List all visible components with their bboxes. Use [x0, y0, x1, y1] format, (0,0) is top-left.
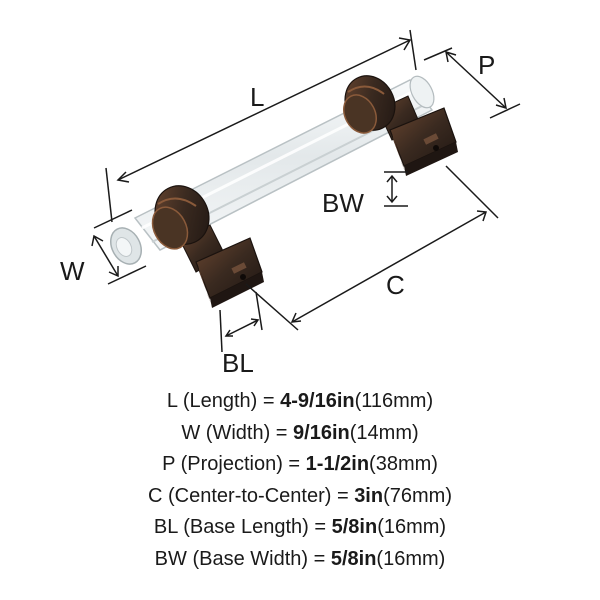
- spec-base-length: BL (Base Length) = 5/8in(16mm): [0, 512, 600, 544]
- spec-metric: (116mm): [354, 390, 434, 412]
- spec-key: C: [148, 484, 163, 507]
- spec-center-to-center: C (Center-to-Center) = 3in(76mm): [0, 481, 600, 513]
- spec-metric: (16mm): [376, 547, 446, 570]
- right-post: [343, 75, 458, 176]
- label-c: C: [386, 270, 405, 300]
- spec-length: L (Length) = 4-9/16in(116mm): [0, 386, 600, 418]
- spec-desc: (Base Width) =: [192, 547, 331, 570]
- label-w: W: [60, 256, 85, 286]
- spec-desc: (Base Length) =: [183, 516, 332, 538]
- spec-key: BL: [153, 516, 178, 538]
- spec-desc: (Center-to-Center) =: [168, 484, 355, 507]
- spec-metric: (14mm): [349, 421, 419, 444]
- spec-desc: (Length) =: [182, 390, 281, 412]
- label-bl: BL: [222, 348, 254, 378]
- spec-value: 5/8in: [330, 547, 377, 570]
- spec-metric: (38mm): [369, 453, 438, 475]
- spec-base-width: BW (Base Width) = 5/8in(16mm): [0, 544, 600, 576]
- spec-desc: (Width) =: [205, 421, 294, 444]
- spec-desc: (Projection) =: [180, 453, 306, 475]
- dimension-lines: [91, 29, 521, 353]
- spec-width: W (Width) = 9/16in(14mm): [0, 418, 600, 450]
- spec-value: 3in: [354, 484, 384, 507]
- label-bw: BW: [322, 188, 364, 218]
- left-post: [151, 185, 264, 308]
- spec-key: P: [162, 453, 176, 475]
- spec-projection: P (Projection) = 1-1/2in(38mm): [0, 449, 600, 481]
- spec-metric: (16mm): [377, 516, 447, 538]
- spec-value: 1-1/2in: [305, 453, 370, 475]
- spec-key: L: [166, 390, 178, 412]
- label-l: L: [250, 82, 264, 112]
- spec-key: BW: [154, 547, 187, 570]
- spec-list: L (Length) = 4-9/16in(116mm) W (Width) =…: [0, 386, 600, 575]
- label-p: P: [478, 50, 495, 80]
- spec-metric: (76mm): [383, 484, 452, 507]
- pull-dimension-diagram: L P W BW C BL: [60, 29, 521, 378]
- spec-key: W: [181, 421, 201, 444]
- spec-value: 4-9/16in: [280, 390, 355, 412]
- spec-value: 5/8in: [331, 516, 378, 538]
- spec-value: 9/16in: [293, 421, 350, 444]
